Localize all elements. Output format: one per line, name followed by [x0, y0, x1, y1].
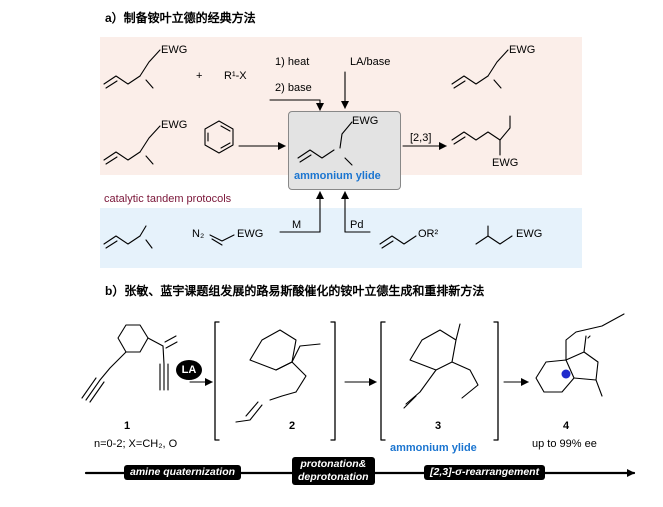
step-heat-label: 1) heat [275, 56, 310, 68]
ylide-label-a: ammonium ylide [294, 170, 381, 182]
compound-3-number: 3 [435, 420, 442, 432]
ylide-highlight-box [288, 111, 401, 190]
alkyl-halide-reagent: R¹-X [224, 70, 247, 82]
step-deprotonation-line: deprotonation [298, 471, 369, 483]
compound-1-number: 1 [124, 420, 131, 432]
catalytic-protocols-box [100, 208, 582, 268]
la-base-label: LA/base [350, 56, 391, 68]
section-a-title: a）制备铵叶立德的经典方法 [105, 11, 256, 25]
ewg-label-3: EWG [161, 119, 188, 131]
section-b-title: b）张敏、蓝宇课题组发展的路易斯酸催化的铵叶立德生成和重排新方法 [105, 284, 485, 298]
allyl-amine-structure-2 [103, 125, 161, 165]
ewg-label-6: EWG [237, 228, 264, 240]
ylide-label-b: ammonium ylide [390, 442, 477, 454]
ewg-label-4: EWG [352, 115, 379, 127]
palladium-label: Pd [350, 219, 364, 231]
reagent-plus: + [196, 70, 203, 82]
ether-label: OR² [418, 228, 439, 240]
lewis-acid-badge: LA [176, 360, 202, 380]
benzyne-structure [204, 120, 234, 154]
compound-1-structure [81, 324, 178, 403]
compound-3-structure [403, 323, 479, 409]
ewg-label-5: EWG [492, 157, 519, 169]
ewg-label-1: EWG [161, 44, 188, 56]
step-rearrangement: [2,3]-σ-rearrangement [424, 465, 546, 480]
step-protonation-line: protonation& [300, 458, 367, 470]
rearranged-product-structure [451, 115, 511, 156]
ewg-label-2: EWG [509, 44, 536, 56]
ylide-structure [297, 121, 353, 166]
lewis-acid-label: LA [181, 364, 197, 376]
step-protonation-deprotonation: protonation& deprotonation [292, 457, 375, 485]
compound-2-number: 2 [289, 420, 296, 432]
ewg-label-7: EWG [516, 228, 543, 240]
metal-label: M [292, 219, 302, 231]
diazo-label: N₂ [192, 228, 205, 240]
step-base-label: 2) base [275, 82, 312, 94]
ee-text: up to 99% ee [532, 438, 597, 450]
compound-4-structure [535, 313, 625, 397]
allyl-amine-product-structure [451, 49, 509, 89]
conditions-text: n=0-2; X=CH₂, O [94, 438, 178, 450]
compound-4-number: 4 [563, 420, 570, 432]
compound-2-structure [235, 329, 321, 423]
stereocenter-dot [561, 369, 571, 379]
rearrangement-label-a: [2,3] [410, 132, 432, 144]
allyl-amine-structure [103, 49, 161, 89]
step-amine-quaternization: amine quaternization [124, 465, 242, 480]
catalytic-protocols-label: catalytic tandem protocols [104, 193, 232, 205]
